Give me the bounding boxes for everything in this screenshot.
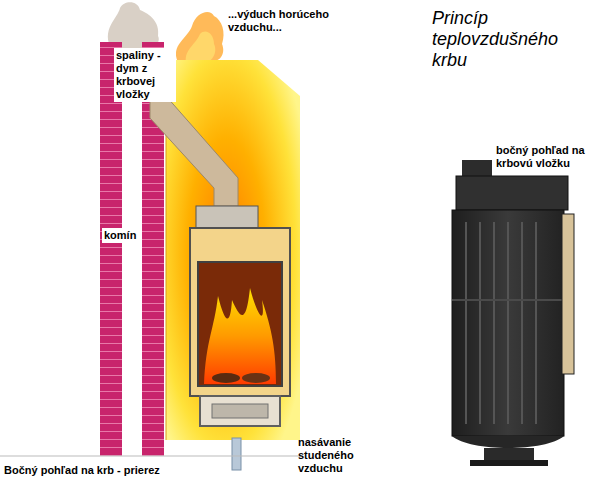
diagram-title: Princíp teplovzdušného krbu <box>432 8 597 71</box>
stove-glass <box>562 214 574 374</box>
stove-band <box>452 299 564 301</box>
stove-bottom <box>452 436 564 448</box>
section-caption: Bočný pohľad na krb - prierez <box>4 464 160 477</box>
flue-gas-label: spaliny - dym z krbovej vložky <box>114 48 176 102</box>
stove-flue-collar <box>462 160 492 178</box>
chimney-label: komín <box>102 228 138 243</box>
firebox <box>198 262 282 386</box>
stove-body <box>452 210 564 436</box>
cold-air-pipe <box>232 438 241 470</box>
stove-stand <box>484 448 534 462</box>
hot-air-cloud <box>176 12 224 62</box>
log <box>242 373 270 383</box>
fireplace-housing <box>166 60 300 440</box>
hot-air-cloud <box>186 32 216 62</box>
stove-ribs <box>466 222 536 424</box>
flue-pipe <box>150 96 238 206</box>
log <box>212 373 240 383</box>
flames <box>204 288 276 384</box>
cold-air-label: nasávanie studeného vzduchu <box>298 436 370 475</box>
hot-air-label: ...výduch horúceho vzduchu... <box>228 8 360 34</box>
insert-collar <box>196 206 258 228</box>
chimney-wall <box>100 42 122 456</box>
stove-top <box>456 176 568 210</box>
insert-view-label: bočný pohľad na krbovú vložku <box>496 144 596 170</box>
stove-feet <box>470 460 548 466</box>
insert-base <box>200 396 280 426</box>
fireplace-insert <box>190 228 290 396</box>
insert-base-frame <box>212 404 268 418</box>
floor-line <box>0 456 300 457</box>
